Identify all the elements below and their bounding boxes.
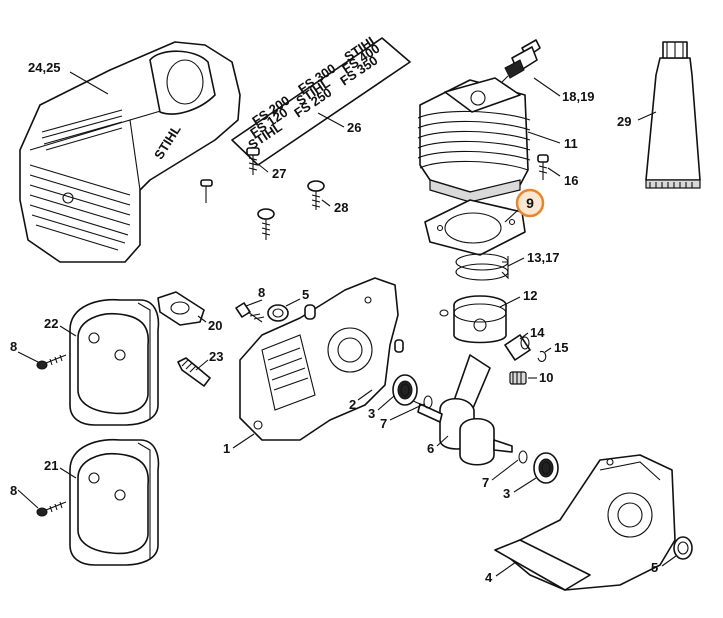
muffler-21 xyxy=(69,438,160,566)
label-23: 23 xyxy=(209,349,223,364)
cylinder-screw-16 xyxy=(537,154,549,180)
label-14: 14 xyxy=(530,325,545,340)
label-3b: 3 xyxy=(503,486,510,501)
seal-5-crankcase xyxy=(267,304,289,322)
engine-shroud: STIHL xyxy=(19,41,241,263)
callout-labels: 24,25 26 27 28 29 18,19 11 16 13,17 12 1… xyxy=(10,60,658,585)
small-pin xyxy=(304,304,316,320)
label-21: 21 xyxy=(44,458,58,473)
highlight-ring[interactable] xyxy=(515,188,545,218)
label-12: 12 xyxy=(523,288,537,303)
circlip xyxy=(537,350,547,362)
label-15: 15 xyxy=(554,340,568,355)
muffler-screw-8c xyxy=(36,501,67,517)
cylinder-gasket xyxy=(424,199,526,256)
label-3a: 3 xyxy=(368,406,375,421)
stud-8-crankcase xyxy=(235,302,265,323)
label-8b: 8 xyxy=(10,339,17,354)
piston-rings xyxy=(455,253,509,281)
label-9: 9 xyxy=(526,195,534,211)
label-1: 1 xyxy=(223,441,230,456)
label-5b: 5 xyxy=(651,560,658,575)
label-24-25: 24,25 xyxy=(28,60,61,75)
seal-5-right xyxy=(673,536,693,560)
muffler-22 xyxy=(69,298,160,426)
label-26: 26 xyxy=(347,120,361,135)
ring-7-left xyxy=(423,395,433,409)
label-11: 11 xyxy=(564,136,578,151)
label-7a: 7 xyxy=(380,416,387,431)
label-2: 2 xyxy=(349,397,356,412)
stud-23 xyxy=(177,357,211,387)
cylinder xyxy=(417,77,531,203)
label-13-17: 13,17 xyxy=(527,250,560,265)
label-27: 27 xyxy=(272,166,286,181)
bearing-3-left xyxy=(392,374,418,406)
piston-pin xyxy=(504,334,531,361)
screw-28 xyxy=(257,180,325,240)
label-18-19: 18,19 xyxy=(562,89,595,104)
label-8c: 8 xyxy=(10,483,17,498)
dowel xyxy=(394,339,404,353)
label-22: 22 xyxy=(44,316,58,331)
label-28: 28 xyxy=(334,200,348,215)
crankshaft xyxy=(403,354,513,466)
label-5a: 5 xyxy=(302,287,309,302)
grease-tube xyxy=(645,41,701,189)
highlight-callout-9[interactable]: 9 xyxy=(515,188,545,218)
ring-7-right xyxy=(518,450,528,464)
label-16: 16 xyxy=(564,173,578,188)
leader-lines xyxy=(17,71,677,577)
needle-bearing xyxy=(509,371,527,385)
muffler-screw-8a xyxy=(36,354,67,370)
label-6: 6 xyxy=(427,441,434,456)
bearing-3-right xyxy=(533,452,559,484)
label-29: 29 xyxy=(617,114,631,129)
spark-plug xyxy=(499,39,541,85)
label-4: 4 xyxy=(485,570,493,585)
label-10: 10 xyxy=(539,370,553,385)
muffler-gasket xyxy=(157,291,205,326)
crankcase-half-4 xyxy=(494,454,676,591)
screw-27 xyxy=(200,147,260,203)
piston xyxy=(439,295,507,344)
label-8a: 8 xyxy=(258,285,265,300)
label-7b: 7 xyxy=(482,475,489,490)
label-20: 20 xyxy=(208,318,222,333)
